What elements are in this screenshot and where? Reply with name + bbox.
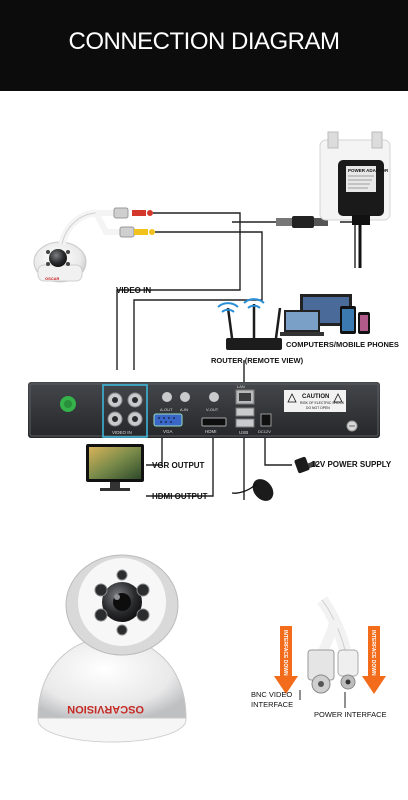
port-hdmi-label: HDMI bbox=[205, 429, 217, 434]
port-vga-label: VGA bbox=[163, 429, 173, 434]
port-video-in-label: VIDEO IN bbox=[112, 430, 132, 435]
power-supply-label: 12V POWER SUPPLY bbox=[311, 460, 392, 469]
caution-line2: DO NOT OPEN bbox=[306, 406, 330, 410]
interface-down-arrow-left: INTERFACE DOWN bbox=[274, 626, 298, 694]
mouse-icon bbox=[231, 479, 274, 501]
small-dome-camera: OSCAR bbox=[33, 241, 87, 283]
monitor-icon bbox=[86, 444, 144, 491]
adapter-brand: POWER ADAPTOR bbox=[348, 168, 389, 173]
power-adapter-icon: POWER ADAPTOR bbox=[319, 131, 391, 268]
connector-detail bbox=[307, 596, 359, 694]
port-usb-label: USB bbox=[239, 430, 248, 435]
camera-pigtail-cable bbox=[58, 207, 155, 245]
svg-text:OSCAR: OSCAR bbox=[45, 276, 60, 281]
video-in-label: VIDEO IN bbox=[116, 286, 152, 295]
computers-label: COMPUTERS/MOBILE PHONES bbox=[286, 340, 399, 349]
interface-down-left-text: INTERFACE DOWN bbox=[282, 630, 288, 676]
bnc-interface-label-line2: INTERFACE bbox=[251, 700, 294, 709]
interface-down-right-text: INTERFACE DOWN bbox=[370, 630, 376, 676]
caution-line1: RISK OF ELECTRIC SHOCK bbox=[300, 401, 345, 405]
video-in-highlight bbox=[102, 384, 148, 438]
hdmi-output-label: HDMI OUTPUT bbox=[152, 492, 208, 501]
power-interface-label: POWER INTERFACE bbox=[314, 710, 387, 719]
camera-brand: OSCARVISION bbox=[67, 703, 144, 715]
port-a-in-label: A-IN bbox=[180, 407, 188, 412]
header-bar: CONNECTION DIAGRAM bbox=[0, 0, 408, 91]
port-dc-label: DC12V bbox=[258, 429, 271, 434]
dc-connector bbox=[276, 216, 328, 228]
port-a-out-label: A-OUT bbox=[160, 407, 173, 412]
router-label: ROUTER (REMOTE VIEW) bbox=[211, 356, 304, 365]
vga-output-label: VGR OUTPUT bbox=[152, 461, 205, 470]
power-plug-icon bbox=[294, 456, 317, 474]
bnc-interface-label-line1: BNC VIDEO bbox=[251, 690, 293, 699]
large-dome-camera: OSCARVISION bbox=[37, 554, 187, 743]
router-icon bbox=[217, 298, 282, 350]
page-title: CONNECTION DIAGRAM bbox=[68, 28, 340, 55]
interface-down-arrow-right: INTERFACE DOWN bbox=[362, 626, 386, 694]
dvr-back-panel: VIDEO IN A-OUT A-IN VGA V-OUT HDMI USB L… bbox=[28, 382, 380, 438]
caution-title: CAUTION bbox=[302, 394, 329, 400]
port-lan-label: LAN bbox=[237, 384, 245, 389]
port-v-out-label: V-OUT bbox=[206, 407, 219, 412]
computers-phones-icon bbox=[280, 294, 370, 336]
